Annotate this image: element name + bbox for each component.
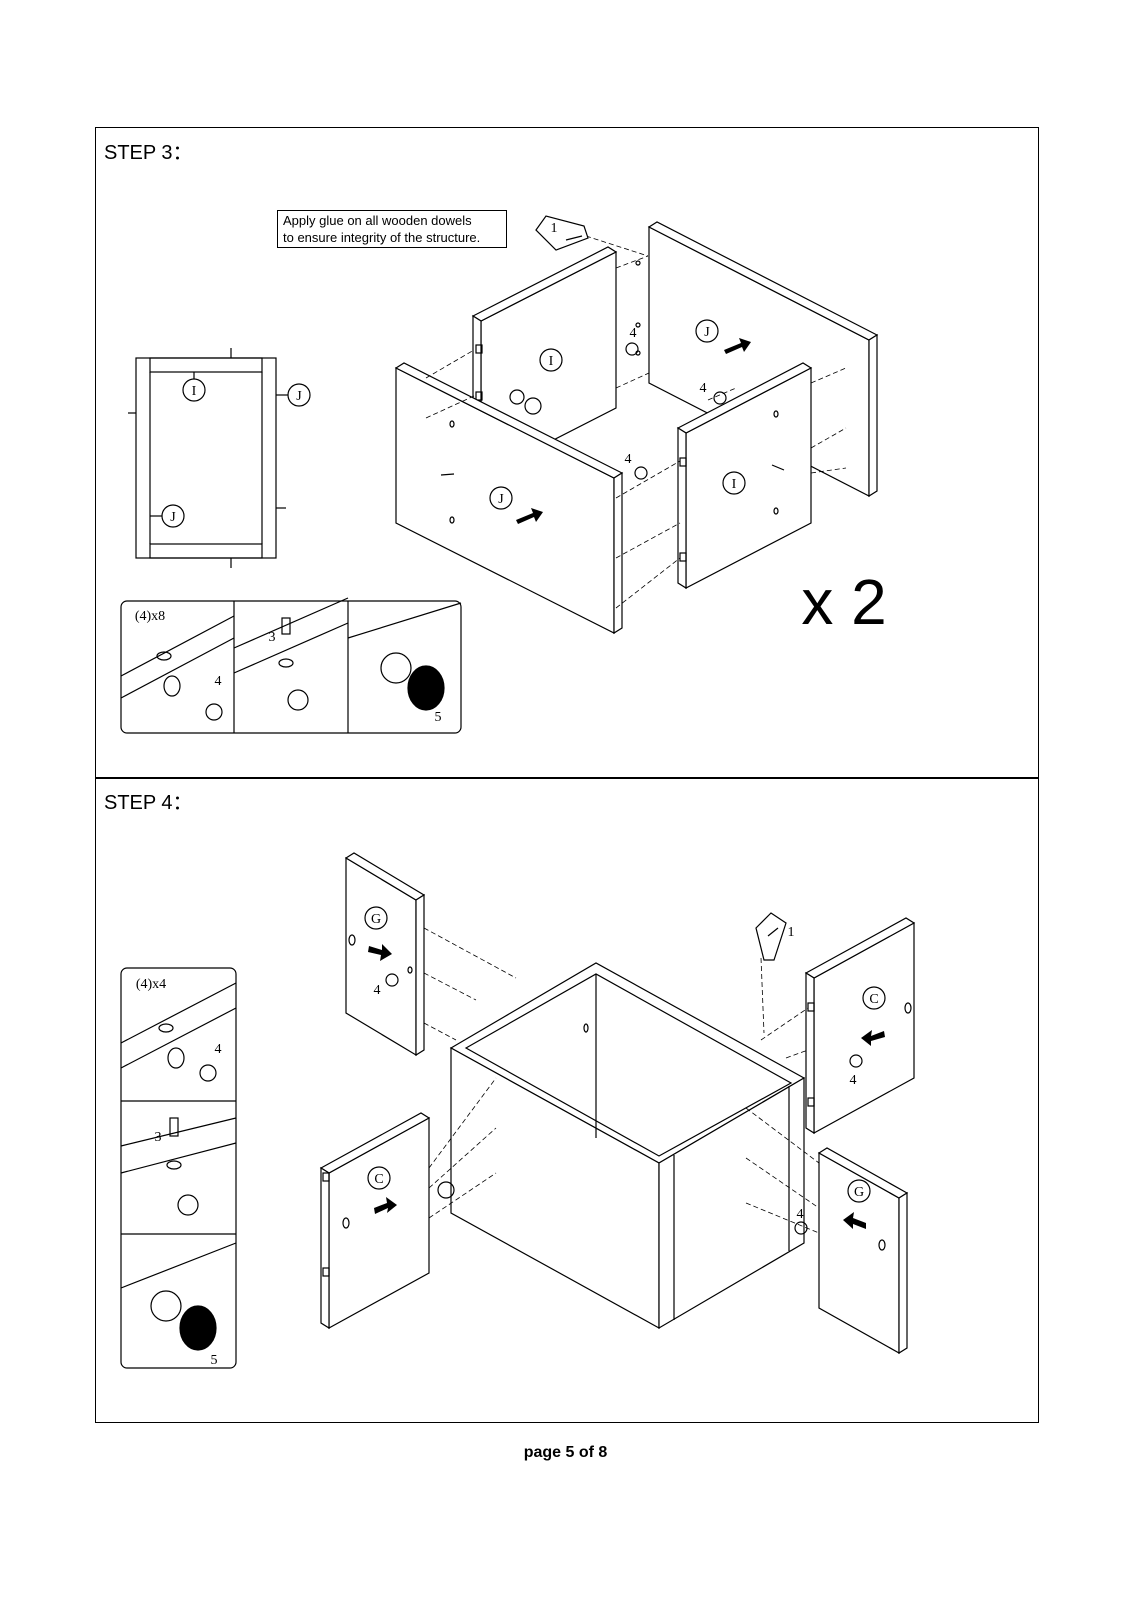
cam-lock-icon [634, 466, 648, 480]
cam-lock-part-number: 4 [797, 1207, 804, 1222]
panel-label-i: I [192, 384, 197, 399]
back-panel-j [635, 221, 879, 498]
step-3-panel: STEP 3： Apply glue on all wooden dowels … [95, 127, 1039, 779]
right-back-panel-c [804, 917, 916, 1135]
step-4-title: STEP 4： [104, 792, 193, 814]
arrow-icon [374, 1197, 397, 1214]
step-3-diagram: I J J I J J I 1 4 4 4 (4)x8 4 3 5 x 2 [120, 215, 887, 734]
front-panel-j [394, 362, 624, 635]
cover-cap-icon [407, 665, 445, 711]
arrow-icon [516, 508, 543, 524]
panel-label-j: J [296, 389, 302, 404]
assembled-carcass [449, 962, 806, 1330]
cam-lock-icon [287, 689, 309, 711]
hardware-inset [120, 597, 462, 734]
panel-label-j: J [498, 492, 504, 507]
panel-label-g: G [371, 912, 381, 927]
arrow-icon [368, 944, 392, 961]
arrow-icon [861, 1030, 885, 1046]
glue-note: Apply glue on all wooden dowels to ensur… [277, 210, 507, 248]
cam-lock-icon [849, 1054, 863, 1068]
top-view-frame [128, 348, 311, 568]
panel-label-i: I [732, 477, 737, 492]
panel-label-i: I [549, 354, 554, 369]
panel-label-j: J [170, 510, 176, 525]
cam-bolt-part-number: 3 [269, 630, 276, 645]
step-4-panel: STEP 4： [95, 777, 1039, 1423]
panel-label-c: C [374, 1172, 383, 1187]
left-front-panel-c [319, 1112, 431, 1330]
cam-lock-part-number: 4 [374, 983, 381, 998]
hardware-inset [120, 967, 237, 1369]
panel-label-c: C [869, 992, 878, 1007]
cam-bolt-part-number: 3 [155, 1130, 162, 1145]
cam-bolt-icon [281, 617, 291, 635]
right-panel-i [676, 362, 813, 590]
panel-label-j: J [704, 325, 710, 340]
assembly-guide-lines [425, 235, 847, 609]
glue-note-line-2: to ensure integrity of the structure. [283, 230, 481, 245]
glue-part-number: 1 [551, 221, 558, 236]
cover-cap-part-number: 5 [211, 1353, 218, 1368]
cam-lock-icon [199, 1064, 217, 1082]
cam-lock-icon [177, 1194, 199, 1216]
glue-bottle-icon [535, 215, 589, 251]
cam-lock-part-number: 4 [215, 1042, 222, 1057]
glue-bottle-icon [755, 912, 787, 961]
step-3-title: STEP 3： [104, 142, 193, 164]
cam-lock-icon [524, 397, 542, 415]
step-4-diagram: G C C G 1 4 4 4 (4)x4 4 3 5 [120, 852, 916, 1369]
arrow-icon [724, 338, 751, 354]
cam-lock-part-number: 4 [700, 381, 707, 396]
cam-lock-icon [380, 652, 412, 684]
cover-cap-part-number: 5 [435, 710, 442, 725]
cam-bolt-icon [169, 1117, 179, 1137]
page-number: page 5 of 8 [523, 1444, 608, 1461]
cam-lock-icon [205, 703, 223, 721]
cam-lock-icon [625, 342, 639, 356]
inset-quantity: (4)x4 [136, 977, 166, 992]
quantity-multiplier: x 2 [801, 566, 886, 638]
cam-lock-icon [713, 391, 727, 405]
arrow-icon [843, 1212, 866, 1229]
cam-lock-part-number: 4 [215, 674, 222, 689]
cover-cap-icon [179, 1305, 217, 1351]
cam-lock-part-number: 4 [625, 452, 632, 467]
glue-note-line-1: Apply glue on all wooden dowels [283, 213, 472, 228]
cam-lock-icon [437, 1181, 455, 1199]
cam-lock-icon [794, 1221, 808, 1235]
panel-label-g: G [854, 1185, 864, 1200]
cam-lock-part-number: 4 [850, 1073, 857, 1088]
cam-lock-icon [150, 1290, 182, 1322]
cam-lock-icon [385, 973, 399, 987]
inset-quantity: (4)x8 [135, 609, 165, 624]
right-front-panel-g [817, 1147, 909, 1355]
glue-part-number: 1 [788, 925, 795, 940]
cam-lock-part-number: 4 [630, 326, 637, 341]
